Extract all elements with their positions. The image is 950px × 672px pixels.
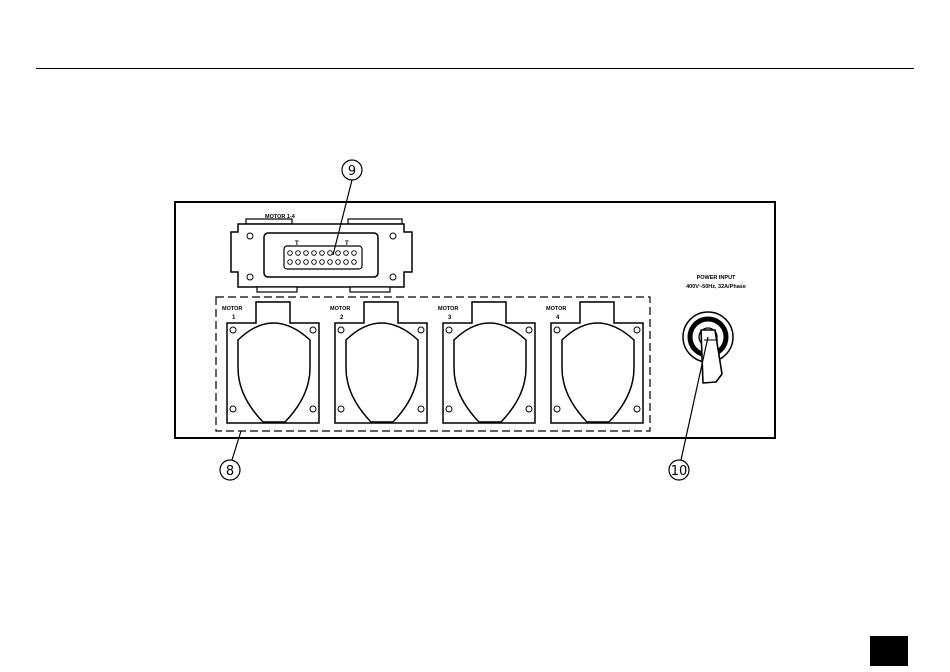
pin-mark-left: T [295,241,299,247]
callout-number: 10 [671,464,688,479]
screw-icon [247,233,253,239]
outlet-label: MOTOR [222,306,242,312]
screw-icon [554,406,560,412]
outlet-label: MOTOR [546,306,566,312]
pin-icon [312,260,317,265]
screw-icon [634,327,640,333]
screw-icon [418,327,424,333]
multipin-pin-field [284,246,362,269]
pin-mark-right: T [345,241,349,247]
outlet-motor-2: MOTOR 2 [330,302,427,423]
screw-icon [554,327,560,333]
screw-icon [230,406,236,412]
pin-icon [312,251,317,256]
outlet-motor-3: MOTOR 3 [438,302,535,423]
pin-icon [328,260,333,265]
pin-icon [336,251,341,256]
outlet-label: MOTOR [438,306,458,312]
callout-number: 9 [348,164,356,179]
outlet-number: 3 [448,315,452,321]
pin-icon [304,251,309,256]
pin-icon [344,251,349,256]
callout-leader [232,431,241,460]
outlet-number: 1 [232,315,236,321]
power-input-title: POWER INPUT [697,275,736,281]
pin-icon [288,260,293,265]
pin-icon [344,260,349,265]
screw-icon [526,327,532,333]
pin-icon [296,260,301,265]
screw-icon [390,233,396,239]
power-input: POWER INPUT 400V~50Hz, 32A/Phase [683,275,746,383]
screw-icon [526,406,532,412]
pin-icon [320,251,325,256]
pin-icon [336,260,341,265]
outlet-motor-4: MOTOR 4 [546,302,643,423]
screw-icon [446,327,452,333]
pin-icon [352,260,357,265]
page-tab-marker [870,636,908,666]
callout-number: 8 [226,464,234,479]
screw-icon [634,406,640,412]
screw-icon [338,327,344,333]
pin-icon [352,251,357,256]
power-input-spec: 400V~50Hz, 32A/Phase [686,284,746,290]
pin-icon [288,251,293,256]
screw-icon [418,406,424,412]
screw-icon [230,327,236,333]
outlet-label: MOTOR [330,306,350,312]
screw-icon [338,406,344,412]
pin-icon [296,251,301,256]
pin-icon [320,260,325,265]
pin-icon [304,260,309,265]
multipin-latch-bottom-left [257,287,297,292]
screw-icon [390,274,396,280]
screw-icon [446,406,452,412]
multipin-connector: MOTOR 1-4 T T [231,214,412,292]
outlet-motor-1: MOTOR 1 [222,302,319,423]
outlet-number: 2 [340,315,344,321]
screw-icon [247,274,253,280]
screw-icon [310,406,316,412]
outlet-number: 4 [556,315,560,321]
multipin-latch-bottom-right [350,287,390,292]
screw-icon [310,327,316,333]
pin-icon [328,251,333,256]
